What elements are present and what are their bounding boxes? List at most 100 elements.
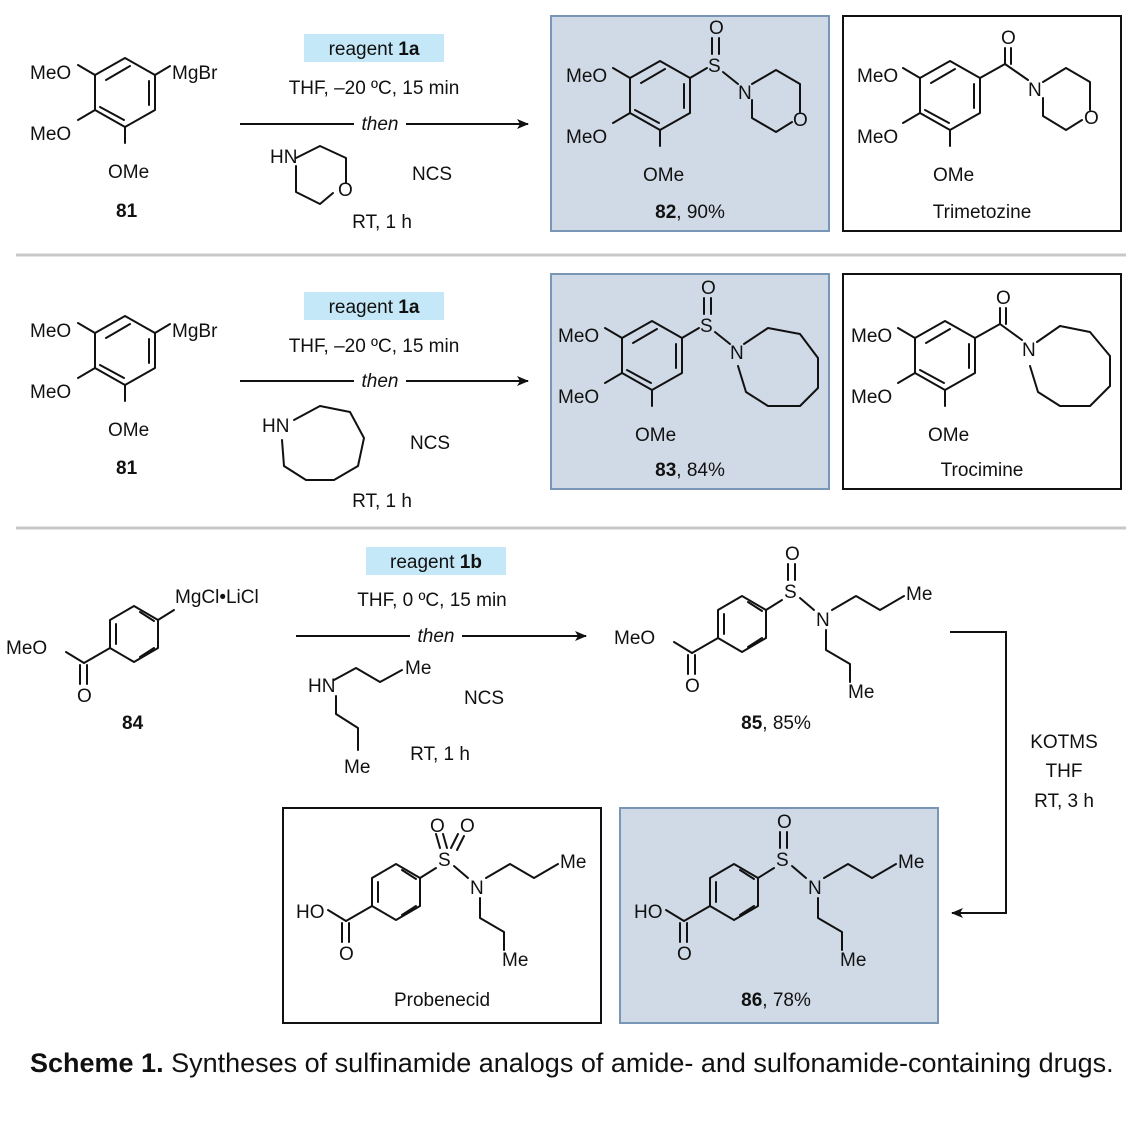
product-box-86: S O N Me Me HO O 86, 78% — [619, 807, 939, 1024]
compound-number-84: 84 — [122, 713, 144, 734]
ome-label: OMe — [643, 165, 684, 186]
sulfur-label: S — [438, 850, 451, 871]
drug-name: Trimetozine — [933, 202, 1032, 223]
meo-label: MeO — [30, 321, 71, 342]
reaction-conditions-row2: reagent 1a THF, –20 ºC, 15 min then HN N… — [240, 292, 529, 512]
mgbr-label: MgBr — [172, 63, 218, 84]
conditions-text: RT, 1 h — [352, 491, 412, 512]
reagent-highlight — [304, 292, 444, 320]
azocane-structure — [281, 405, 365, 481]
scheme-caption: Scheme 1. Syntheses of sulfinamide analo… — [30, 1046, 1120, 1080]
sulfur-label: S — [784, 582, 797, 603]
meo-label: MeO — [566, 66, 607, 87]
hydrolysis-conditions: RT, 3 h — [1034, 791, 1094, 812]
product-label-86: 86, 78% — [741, 990, 811, 1011]
ome-label: OMe — [108, 420, 149, 441]
product-label-82: 82, 90% — [655, 202, 725, 223]
o-label: O — [77, 686, 92, 707]
reagent-highlight — [304, 34, 444, 62]
nitrogen-label: N — [738, 83, 752, 104]
oxygen-label: O — [996, 288, 1011, 309]
me-label: Me — [560, 852, 586, 873]
sulfur-label: S — [776, 850, 789, 871]
ho-label: HO — [634, 902, 663, 923]
drug-box-probenecid: S O O N Me Me HO O Probenecid — [282, 807, 602, 1024]
hn-label: HN — [262, 416, 289, 437]
oxygen-label: O — [777, 812, 792, 833]
substrate-81-row1: MgBr MeO MeO OMe 81 — [30, 57, 218, 222]
compound-number-81: 81 — [116, 201, 138, 222]
me-label: Me — [898, 852, 924, 873]
sulfur-label: S — [700, 316, 713, 337]
oxygen-label: O — [460, 816, 475, 837]
conditions-text: RT, 1 h — [410, 744, 470, 765]
substrate-81-row2: MgBr MeO MeO OMe 81 — [30, 315, 218, 479]
conditions-text: THF, 0 ºC, 15 min — [357, 590, 506, 611]
o-label: O — [677, 944, 692, 965]
drug-name: Probenecid — [394, 990, 490, 1011]
nitrogen-label: N — [816, 610, 830, 631]
ncs-text: NCS — [464, 688, 504, 709]
me-label: Me — [840, 950, 866, 971]
ome-label: OMe — [108, 162, 149, 183]
hn-label: HN — [270, 147, 297, 168]
nitrogen-label: N — [1028, 80, 1042, 101]
nitrogen-label: N — [1022, 340, 1036, 361]
caption-text: Syntheses of sulfinamide analogs of amid… — [163, 1048, 1114, 1078]
reagent-label: reagent 1b — [390, 552, 482, 573]
ho-label: HO — [296, 902, 325, 923]
product-box-83: S O N MeO MeO OMe 83, 84% — [550, 273, 830, 490]
meo-label: MeO — [851, 326, 892, 347]
me-label: Me — [906, 584, 932, 605]
hydrolysis-arrow — [950, 631, 1007, 918]
meo-label: MeO — [558, 326, 599, 347]
ncs-text: NCS — [410, 433, 450, 454]
then-text: then — [418, 626, 455, 647]
meo-label: MeO — [558, 387, 599, 408]
me-label: Me — [405, 658, 431, 679]
product-box-82: S O N O MeO MeO OMe 82, 90% — [550, 15, 830, 232]
hydrolysis-solvent: THF — [1046, 761, 1083, 782]
conditions-text: THF, –20 ºC, 15 min — [289, 336, 460, 357]
product-label-85: 85, 85% — [741, 713, 811, 734]
substrate-84: MgCl•LiCl MeO O 84 — [6, 587, 259, 734]
o-label: O — [1084, 108, 1099, 129]
caption-label: Scheme 1. — [30, 1048, 164, 1078]
me-label: Me — [502, 950, 528, 971]
reagent-highlight — [366, 547, 506, 575]
o-label: O — [338, 180, 353, 201]
conditions-text: THF, –20 ºC, 15 min — [289, 78, 460, 99]
meo-label: MeO — [30, 382, 71, 403]
product-label-83: 83, 84% — [655, 460, 725, 481]
meo-label: MeO — [30, 63, 71, 84]
reaction-conditions-row1: reagent 1a THF, –20 ºC, 15 min then HN O… — [240, 34, 529, 233]
reagent-label: reagent 1a — [329, 39, 420, 60]
product-85: S O N Me Me MeO O 85, 85% — [614, 544, 932, 734]
nitrogen-label: N — [808, 878, 822, 899]
ncs-text: NCS — [412, 164, 452, 185]
meo-label: MeO — [566, 127, 607, 148]
sulfur-label: S — [708, 56, 721, 77]
ome-label: OMe — [635, 425, 676, 446]
o-label: O — [685, 676, 700, 697]
nitrogen-label: N — [730, 343, 744, 364]
hydrolysis-reagent: KOTMS — [1030, 732, 1098, 753]
drug-box-trimetozine: O N O MeO MeO OMe Trimetozine — [842, 15, 1122, 232]
me-label: Me — [344, 757, 370, 778]
oxygen-label: O — [430, 816, 445, 837]
ome-label: OMe — [933, 165, 974, 186]
hn-label: HN — [308, 676, 335, 697]
reaction-scheme: MgBr MeO MeO OMe 81 reagent 1a THF, –20 … — [6, 15, 1126, 1024]
meo-label: MeO — [614, 628, 655, 649]
morpholine-structure — [295, 145, 347, 205]
then-text: then — [362, 114, 399, 135]
meo-label: MeO — [857, 66, 898, 87]
mgcl-label: MgCl•LiCl — [175, 587, 259, 608]
then-text: then — [362, 371, 399, 392]
oxygen-label: O — [1001, 28, 1016, 49]
meo-label: MeO — [857, 127, 898, 148]
o-label: O — [793, 110, 808, 131]
oxygen-label: O — [709, 18, 724, 39]
conditions-text: RT, 1 h — [352, 212, 412, 233]
o-label: O — [339, 944, 354, 965]
